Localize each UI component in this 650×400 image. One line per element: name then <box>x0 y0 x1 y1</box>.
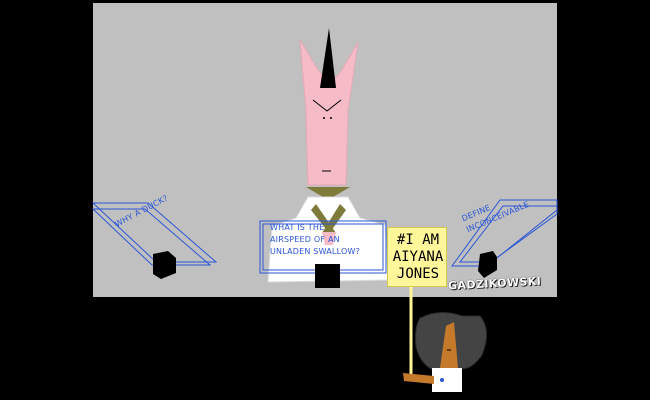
podium-center-line1: WHAT IS THE <box>270 223 325 232</box>
contestant-body <box>432 368 462 392</box>
sign-line3: JONES <box>396 266 440 282</box>
sign-text: #I AM AIYANA JONES <box>388 232 448 283</box>
host-hands <box>322 232 336 245</box>
host-eye-left <box>323 117 325 119</box>
contestant-sign: #I AM AIYANA JONES <box>387 227 447 287</box>
podium-right-button-icon[interactable] <box>478 251 497 278</box>
podium-center-line2: AIRSPEED OF AN <box>270 235 340 244</box>
host-hat-icon <box>320 28 336 88</box>
contestant-button <box>440 378 444 382</box>
contestant-arm <box>403 373 434 384</box>
host-eye-right <box>330 117 332 119</box>
sign-line1: #I AM <box>396 232 440 248</box>
podium-right[interactable] <box>451 199 558 278</box>
contestant-character <box>403 285 487 392</box>
podium-center-button-icon[interactable] <box>315 264 340 288</box>
host-eyebrows <box>312 99 342 112</box>
host-collar <box>306 187 350 197</box>
podium-left-button-icon[interactable] <box>153 251 176 279</box>
host-character <box>267 28 389 283</box>
podium-left[interactable] <box>91 202 218 279</box>
podium-center[interactable] <box>259 220 387 288</box>
podium-center-line3: UNLADEN SWALLOW? <box>270 247 361 256</box>
podium-center-label: WHAT IS THE AIRSPEED OF AN UNLADEN SWALL… <box>270 222 390 258</box>
contestant-face <box>440 322 458 368</box>
sign-line2: AIYANA <box>392 249 444 265</box>
